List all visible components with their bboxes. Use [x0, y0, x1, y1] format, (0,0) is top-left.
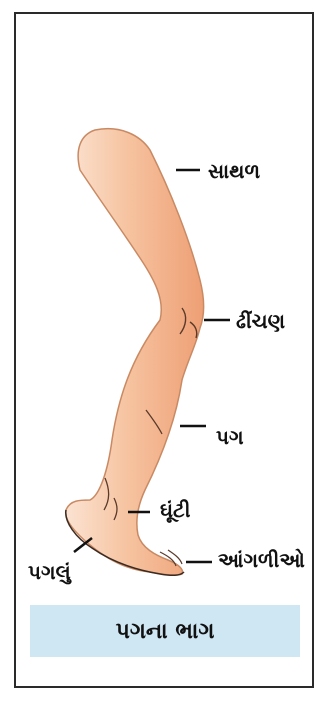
ankle-label: ઘૂંટી [160, 500, 190, 520]
thigh-label: સાથળ [208, 161, 260, 181]
knee-label: ઢીંચણ [236, 311, 285, 331]
sole-label: પગલું [28, 562, 71, 582]
leg-label: પગ [216, 427, 244, 447]
toes-label: આંગળીઓ [218, 550, 305, 570]
caption-text: પગના ભાગ [116, 619, 215, 644]
caption-bar: પગના ભાગ [30, 605, 300, 657]
